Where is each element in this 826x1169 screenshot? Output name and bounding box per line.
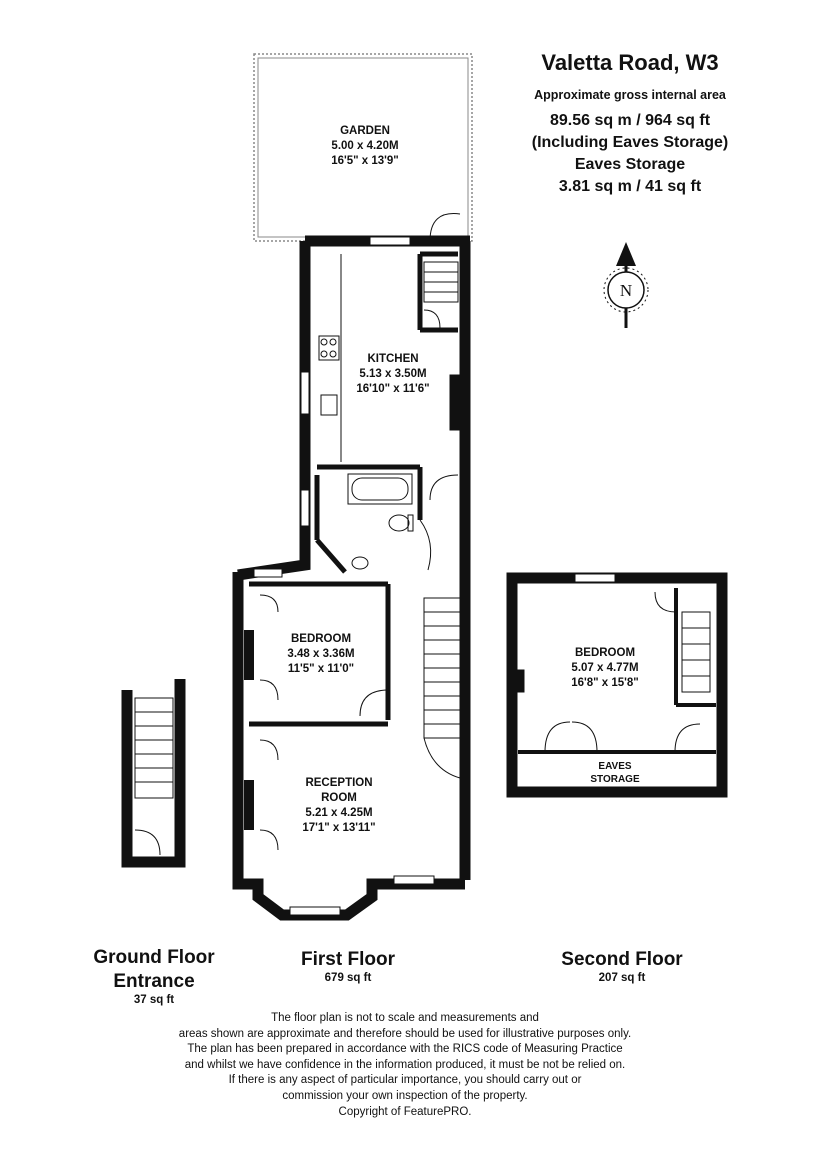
- bedroom1-name: BEDROOM: [290, 633, 352, 645]
- first-floor-stairs: [423, 261, 461, 779]
- eaves-line-2: STORAGE: [590, 774, 640, 785]
- compass-letter: N: [619, 281, 633, 300]
- eaves-area: 3.81 sq m / 41 sq ft: [558, 178, 702, 195]
- ground-floor-caption: Ground Floor Entrance 37 sq ft: [74, 946, 234, 1006]
- disclaimer-line: commission your own inspection of the pr…: [282, 1089, 528, 1102]
- reception-name-2: ROOM: [321, 792, 357, 804]
- reception-metric: 5.21 x 4.25M: [305, 807, 373, 819]
- property-title: Valetta Road, W3: [541, 50, 719, 75]
- second-floor-area: 207 sq ft: [598, 972, 646, 984]
- reception-imperial: 17'1" x 13'11": [302, 822, 376, 834]
- first-floor-cupboards: [244, 630, 254, 830]
- bathroom-fittings: [347, 473, 414, 570]
- eaves-storage-label: EAVES STORAGE: [565, 760, 665, 786]
- second-floor-fittings: [517, 573, 711, 753]
- disclaimer-line: The plan has been prepared in accordance…: [187, 1043, 623, 1056]
- bedroom2-metric: 5.07 x 4.77M: [571, 662, 639, 674]
- ground-floor-name-1: Ground Floor: [93, 947, 215, 968]
- reception-label: RECEPTION ROOM 5.21 x 4.25M 17'1" x 13'1…: [264, 776, 414, 836]
- windows: [253, 236, 435, 916]
- total-area: 89.56 sq m / 964 sq ft: [549, 112, 711, 129]
- first-floor-caption: First Floor 679 sq ft: [268, 948, 428, 984]
- bedroom1-imperial: 11'5" x 11'0": [287, 663, 355, 675]
- garden-imperial: 16'5" x 13'9": [331, 155, 399, 167]
- kitchen-imperial: 16'10" x 11'6": [356, 383, 430, 395]
- ground-floor-area: 37 sq ft: [133, 994, 175, 1006]
- bedroom1-label: BEDROOM 3.48 x 3.36M 11'5" x 11'0": [246, 632, 396, 677]
- bedroom2-name: BEDROOM: [574, 647, 636, 659]
- second-floor-caption: Second Floor 207 sq ft: [542, 948, 702, 984]
- disclaimer-line: If there is any aspect of particular imp…: [228, 1074, 582, 1087]
- bedroom2-imperial: 16'8" x 15'8": [571, 677, 639, 689]
- garden-label: GARDEN 5.00 x 4.20M 16'5" x 13'9": [290, 124, 440, 169]
- door-swings: [259, 213, 461, 851]
- area-subtitle: Approximate gross internal area: [534, 88, 726, 102]
- disclaimer: The floor plan is not to scale and measu…: [100, 1011, 710, 1120]
- kitchen-label: KITCHEN 5.13 x 3.50M 16'10" x 11'6": [318, 352, 468, 397]
- disclaimer-line: areas shown are approximate and therefor…: [178, 1027, 632, 1040]
- area-note: (Including Eaves Storage): [531, 134, 729, 151]
- second-floor-walls: [506, 572, 728, 798]
- compass-icon: [603, 242, 649, 328]
- first-floor-name: First Floor: [301, 949, 395, 970]
- disclaimer-line: The floor plan is not to scale and measu…: [271, 1012, 539, 1024]
- ground-floor-stairs: [134, 697, 174, 856]
- garden-name: GARDEN: [340, 125, 390, 137]
- bedroom2-label: BEDROOM 5.07 x 4.77M 16'8" x 15'8": [530, 646, 680, 691]
- kitchen-fittings: [318, 254, 461, 462]
- kitchen-name: KITCHEN: [367, 353, 419, 365]
- eaves-line-1: EAVES: [598, 761, 632, 772]
- second-floor-name: Second Floor: [561, 949, 683, 970]
- first-floor-inner-walls: [249, 251, 458, 727]
- disclaimer-line: Copyright of FeaturePRO.: [338, 1105, 472, 1118]
- garden-metric: 5.00 x 4.20M: [331, 140, 399, 152]
- bedroom1-metric: 3.48 x 3.36M: [287, 648, 355, 660]
- ground-floor-walls: [121, 679, 186, 868]
- reception-name-1: RECEPTION: [305, 777, 373, 789]
- ground-floor-name-2: Entrance: [113, 971, 195, 992]
- disclaimer-line: and whilst we have confidence in the inf…: [184, 1058, 626, 1071]
- first-floor-area: 679 sq ft: [324, 972, 372, 984]
- second-floor-inner: [518, 588, 716, 754]
- kitchen-metric: 5.13 x 3.50M: [359, 368, 427, 380]
- eaves-label: Eaves Storage: [574, 156, 686, 173]
